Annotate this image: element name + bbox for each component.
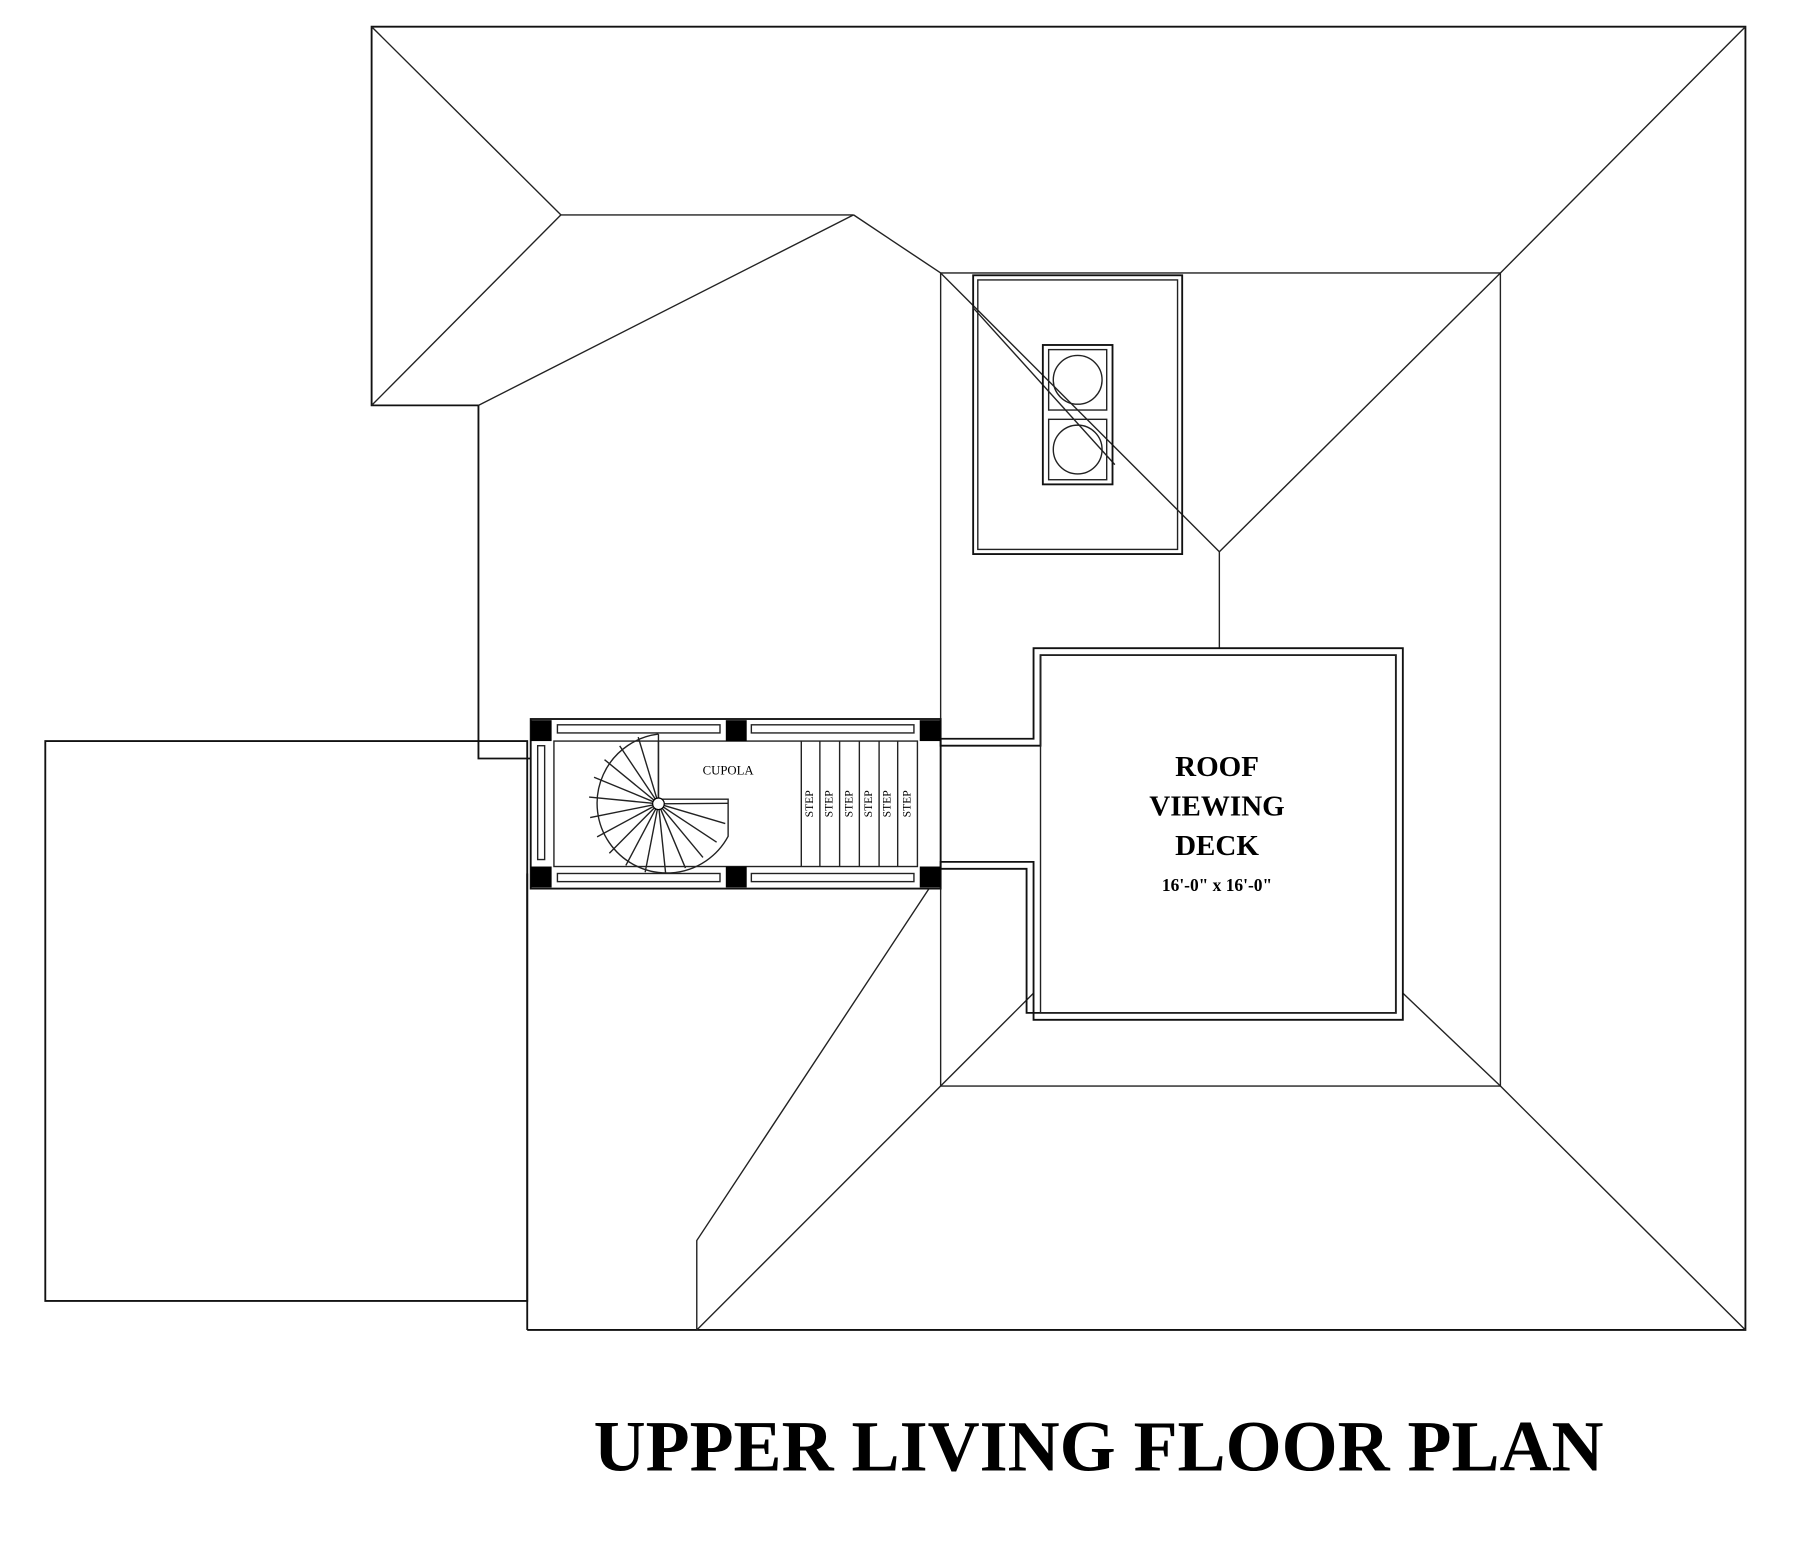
step-label: STEP: [900, 790, 913, 817]
spiral-stair-tread: [658, 803, 726, 825]
step-label: STEP: [862, 790, 875, 817]
spiral-stair-tread: [604, 759, 659, 805]
spiral-stair-tread: [625, 803, 660, 866]
deck-label: ROOF VIEWING DECK 16'-0" x 16'-0": [1149, 751, 1284, 895]
step-label: STEP: [881, 790, 894, 817]
spiral-stair-tread: [637, 736, 660, 804]
step-label: STEP: [803, 790, 816, 817]
drawing-title: UPPER LIVING FLOOR PLAN: [594, 1407, 1604, 1487]
roof-viewing-deck: [939, 647, 1404, 1021]
deck-label-line1: ROOF: [1175, 751, 1259, 783]
spiral-stair-tread: [658, 803, 718, 843]
spiral-stair-tread: [608, 803, 659, 854]
deck-label-line2: VIEWING: [1149, 790, 1284, 822]
spiral-stair-tread: [619, 745, 660, 805]
roof-hip-lines: [371, 26, 1746, 1331]
cupola: CUPOLA STEP STEP STEP STEP STEP STEP: [529, 718, 942, 890]
cupola-label: CUPOLA: [703, 764, 755, 778]
spiral-stair-tread: [657, 803, 687, 869]
skylight: [972, 274, 1184, 555]
spiral-stair-tread: [657, 803, 704, 858]
spiral-stair-tread: [657, 803, 667, 874]
deck-label-line3: DECK: [1175, 830, 1259, 862]
step-label: STEP: [823, 790, 836, 817]
step-label: STEP: [842, 790, 855, 817]
deck-dimensions: 16'-0" x 16'-0": [1162, 875, 1272, 895]
spiral-stair-tread: [593, 776, 659, 805]
roof-outline: [44, 25, 1747, 1331]
spiral-stair-tread: [644, 803, 660, 873]
spiral-stair-tread: [589, 796, 659, 805]
spiral-stair-tread: [590, 803, 659, 819]
spiral-stair-tread: [596, 803, 659, 838]
